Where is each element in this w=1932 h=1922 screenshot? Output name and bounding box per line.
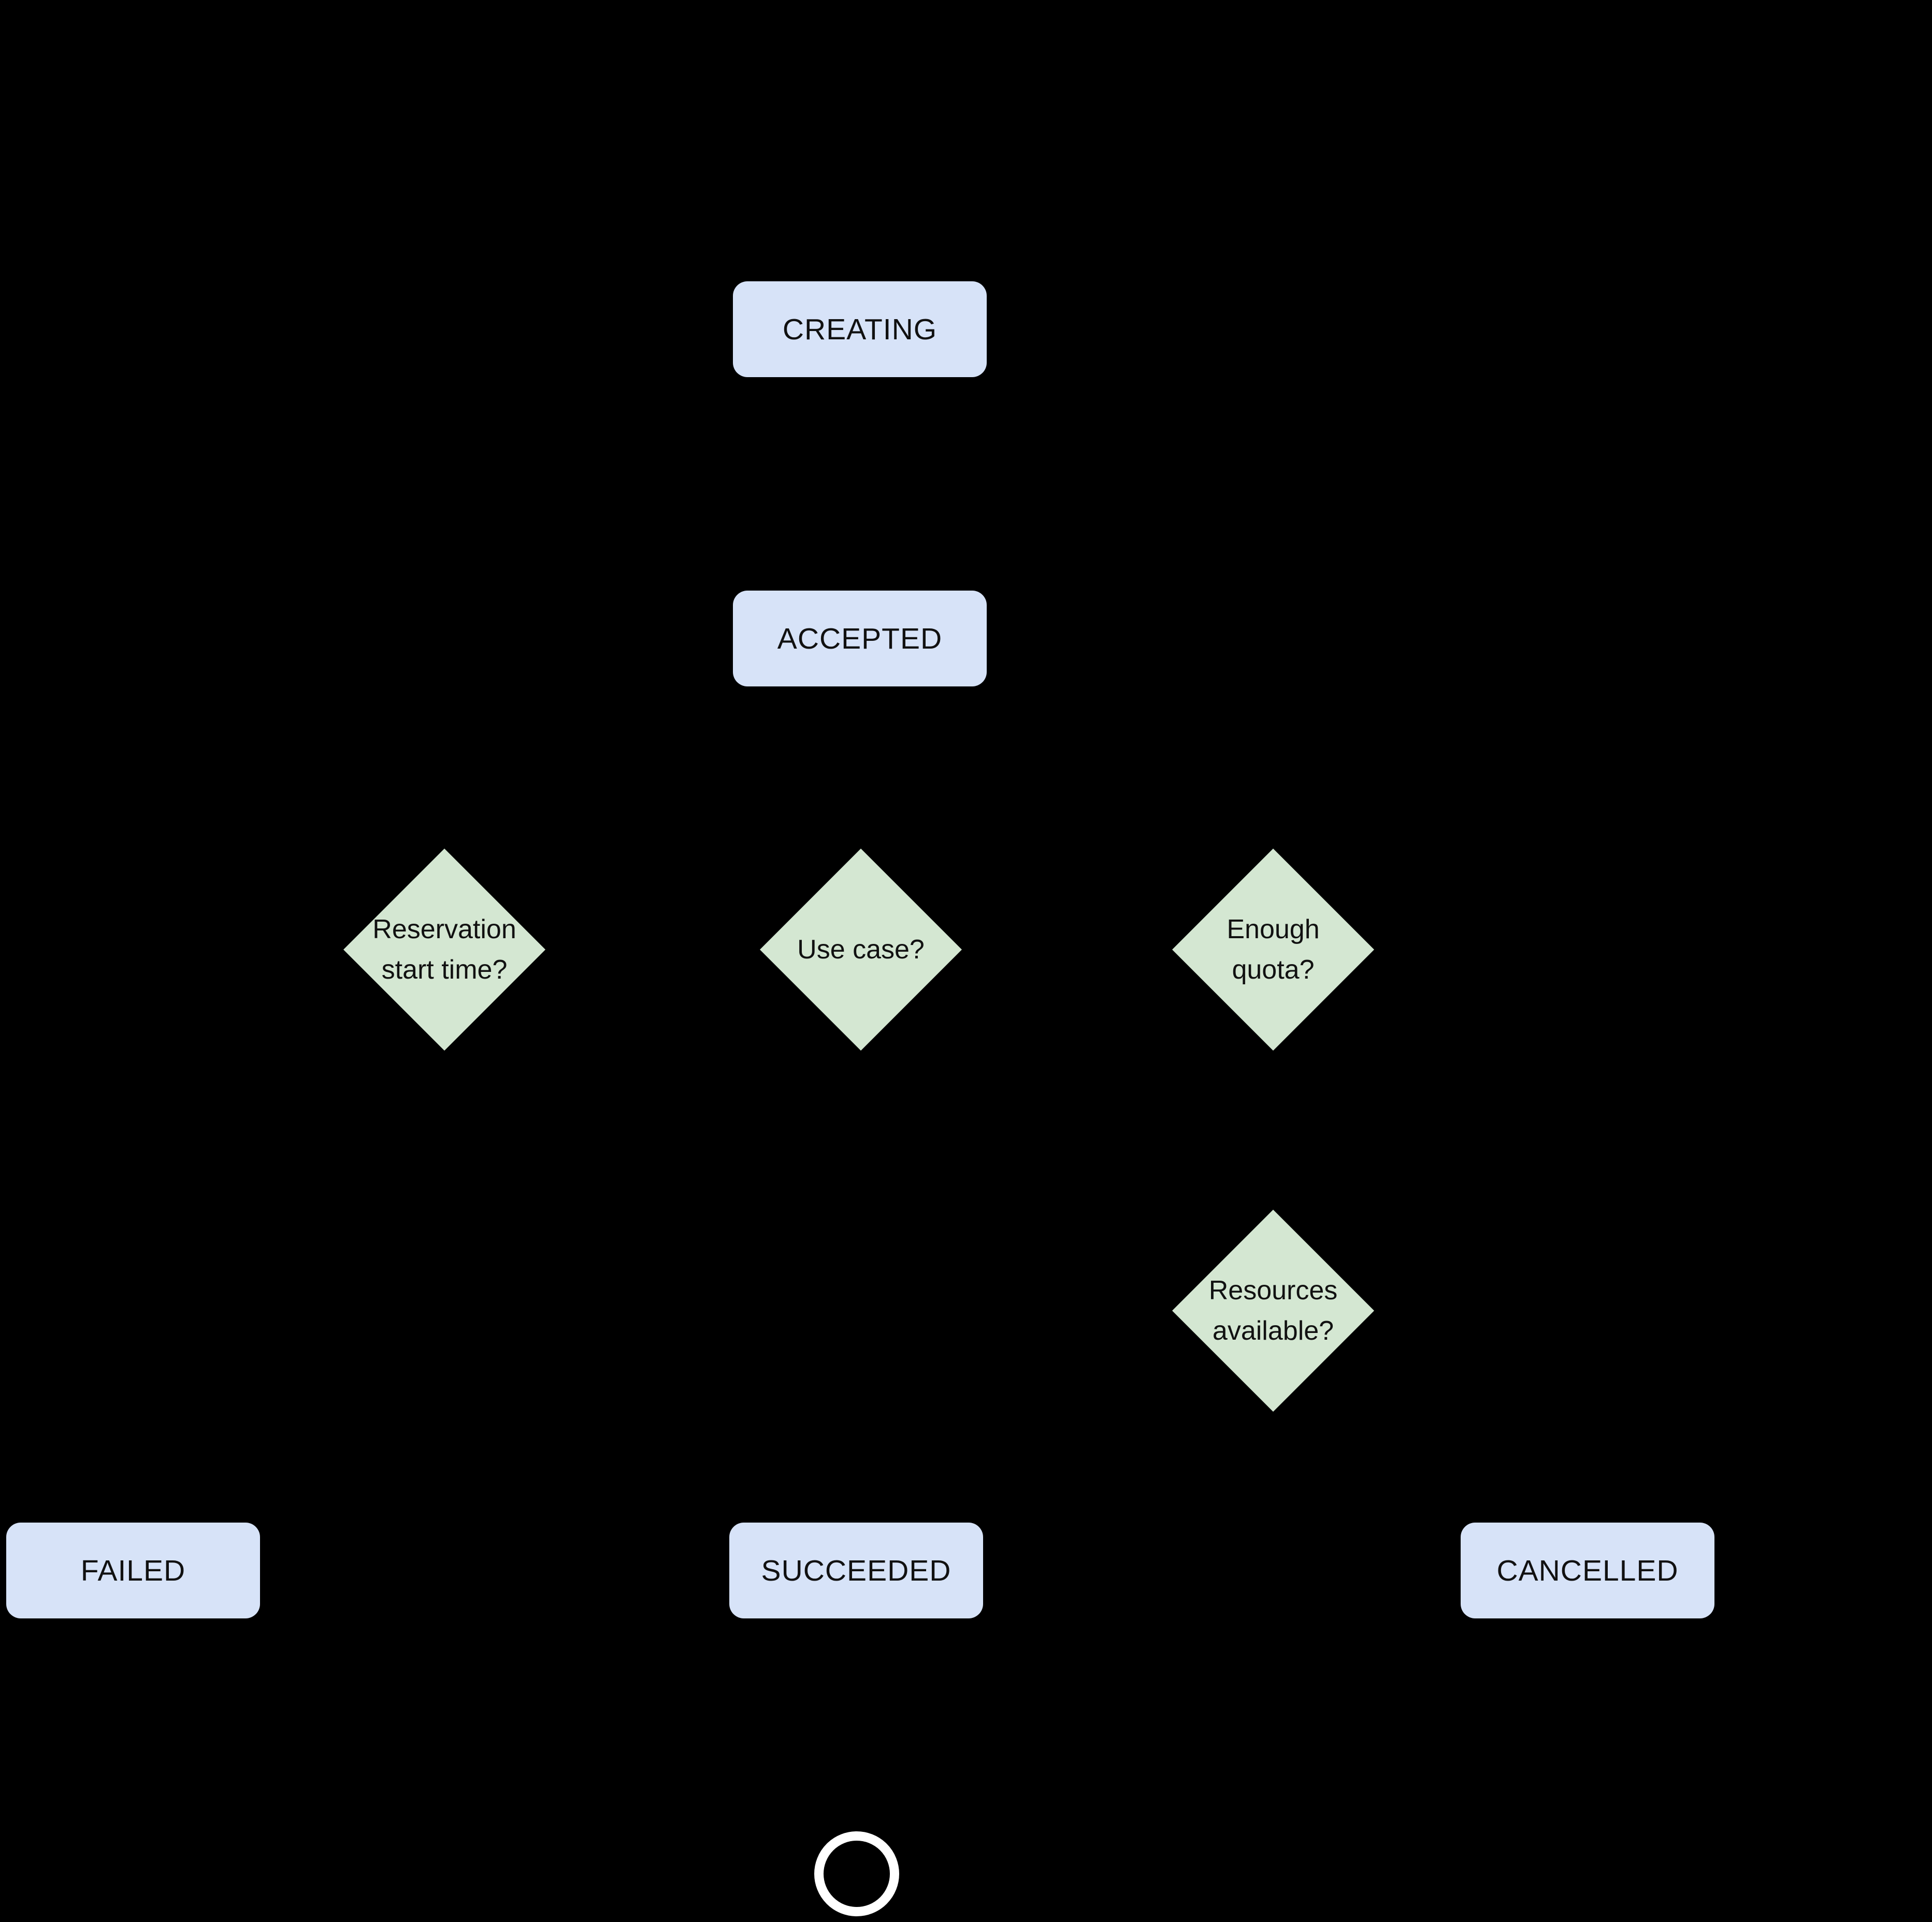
decision-label-line: Enough [1227, 914, 1320, 944]
state-failed: FAILED [6, 1523, 260, 1618]
state-cancelled: CANCELLED [1461, 1523, 1714, 1618]
end-terminal-circle [814, 1831, 899, 1916]
decision-label-line: Use case? [797, 935, 925, 965]
decision-label-line: start time? [381, 955, 508, 985]
state-succeeded: SUCCEEDED [729, 1523, 983, 1618]
decision-label-line: Resources [1208, 1275, 1338, 1306]
decision-enough-quota: Enough quota? [1172, 849, 1374, 1051]
state-creating: CREATING [733, 281, 987, 377]
state-accepted-label: ACCEPTED [777, 622, 943, 655]
decision-use-case: Use case? [760, 849, 962, 1051]
decision-resources-available: Resources available? [1172, 1210, 1374, 1412]
state-succeeded-label: SUCCEEDED [761, 1554, 951, 1587]
state-failed-label: FAILED [80, 1554, 186, 1587]
state-accepted: ACCEPTED [733, 591, 987, 686]
state-cancelled-label: CANCELLED [1496, 1554, 1679, 1587]
state-creating-label: CREATING [782, 312, 938, 346]
decision-label-line: Reservation [372, 914, 516, 944]
decision-label-line: quota? [1232, 955, 1315, 985]
decision-reservation-start-time: Reservation start time? [343, 849, 545, 1051]
decision-label-line: available? [1212, 1316, 1334, 1346]
